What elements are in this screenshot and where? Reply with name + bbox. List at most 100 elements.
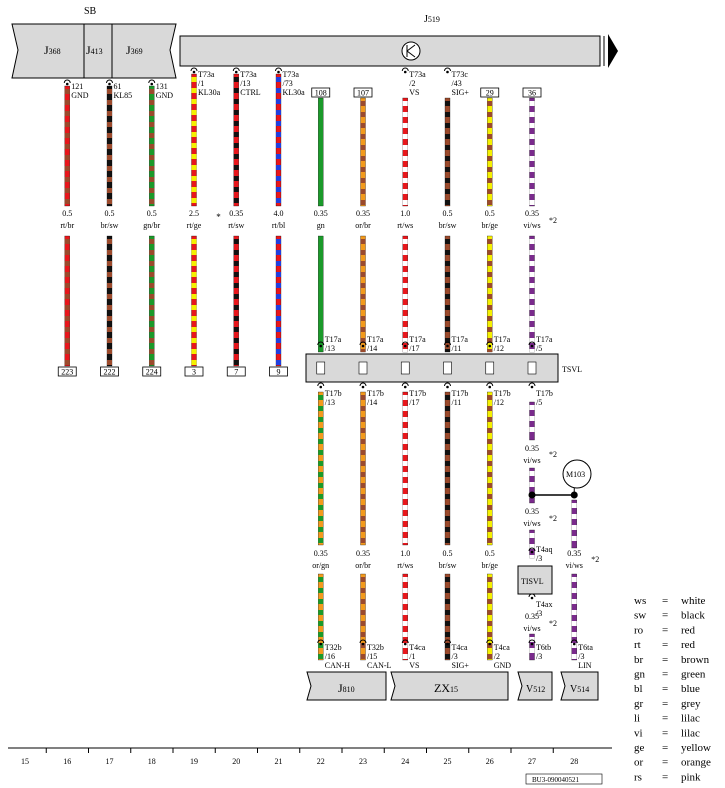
wire-col-16-upper-stripe [64,89,70,94]
wire-col-17-lower-stripe [107,239,112,244]
wire-col-27-mid [529,235,535,353]
wire-col-22-lower-stripe [318,417,324,422]
wire-color: vi/ws [523,519,540,528]
wire-color: br/ge [482,561,499,570]
wire-col-27-mid-stripe [529,338,535,343]
wire-col-24-lower [402,391,408,546]
wire-col-27-mid-stripe [529,327,535,332]
tsvl-pin-bottom-dot [446,385,449,389]
wire-col-26-bottom-stripe [487,588,493,593]
tsvl-pin-bottom [317,382,325,387]
t17b-label: T17b [367,389,384,398]
wire-col-22-lower-stripe [318,505,324,510]
wire-col-27-mid-stripe [529,239,535,244]
wire-col-18-lower-stripe [149,360,155,365]
wire-size: 1.0 [400,209,410,218]
wire-col-17-upper-stripe [107,166,112,171]
wire-col-24-lower-base [402,391,408,546]
wire-color: rt/ws [397,561,413,570]
wire-size: 0.5 [485,549,495,558]
wire-col-18-upper-stripe [149,111,155,116]
wire-col-28-b-base [571,573,577,661]
wire-top-box [480,87,500,98]
tisvl-label: TISVL [521,577,544,586]
wire-col-24-lower-stripe [402,472,408,477]
wire-col-24-bottom-stripe [402,632,408,637]
component-v514-shape [560,671,599,701]
wire-col-19-lower-stripe [191,261,197,266]
signal-label: GND [156,91,174,100]
wire-col-26-lower-stripe [487,461,493,466]
wire-col-28-b-stripe [571,632,577,637]
wire-col-27-mid-stripe [529,272,535,277]
legend-name: grey [681,698,701,710]
wire-col-25-bottom-stripe [445,632,450,637]
wire-col-26-lower [487,391,493,546]
wire-col-24-upper-stripe [402,112,408,117]
wire-size: 0.35 [356,209,370,218]
wire-col-22-lower-stripe [318,472,324,477]
wire-col-28-b-stripe [571,643,577,648]
wire-color: rt/ge [187,221,202,230]
tsvl-pin-box [316,361,326,375]
t17b-label: T17b [452,389,469,398]
wire-col-23-bottom-stripe [360,654,366,659]
wire-col-26-bottom-stripe [487,632,493,637]
wire-col-17-upper-stripe [107,155,112,160]
wire-top-box [311,87,331,98]
wire-col-17-upper-stripe [107,144,112,149]
wire-col-27-mid-stripe [529,349,535,352]
wire-col-28-b-stripe [571,599,577,604]
wire-col-26-mid-stripe [487,327,493,332]
wire-col-25-bottom-stripe [445,654,450,659]
wire-col-19-upper-stripe [191,132,197,137]
wire-col-26-lower-stripe [487,406,493,411]
wires-layer [64,73,578,661]
wire-color: br/ge [482,221,499,230]
wire-col-21-lower-stripe [276,250,281,255]
wire-color: gn/br [143,221,160,230]
wire-col-23-lower-stripe [360,395,366,400]
wire-col-27-mid-stripe [529,294,535,299]
wire-col-16-upper [64,85,70,207]
wire-col-19-upper [191,73,197,207]
wire-col-16-lower-stripe [64,305,70,310]
wire-col-26-mid-stripe [487,239,493,244]
wire-col-22-lower-stripe [318,516,324,521]
wire-col-21-lower-base [275,235,282,367]
wire-number-box-text: 7 [234,368,238,377]
wire-col-22-bottom-base [318,573,324,661]
wire-col-21-lower-stripe [276,294,281,299]
wire-size: 0.35 [525,612,539,621]
pin-label: 131 [156,82,168,91]
tsvl-pin-top [401,341,409,346]
wire-col-27-mid-stripe [529,316,535,321]
legend-eq: = [662,610,668,622]
wire-col-27-upper [529,97,535,207]
wire-col-26-bottom-stripe [487,577,493,582]
wire-col-17-lower-stripe [107,272,112,277]
wire-col-24-bottom-stripe [402,643,408,648]
wire-col-18-lower-stripe [149,261,155,266]
plug-label: /3 [452,652,458,661]
legend-code: li [634,713,640,725]
signal-label: KL30a [198,88,221,97]
wire-number-box-text: 223 [61,368,73,377]
wire-col-23-mid-stripe [360,316,366,321]
t17a-label: /5 [536,344,542,353]
wire-top-box-text: 108 [315,89,327,98]
legend-code: rs [634,771,642,783]
wire-col-24-mid [402,235,408,353]
wire-col-26-lower-stripe [487,527,493,532]
wire-col-22-mid-base [318,235,324,353]
pin-label: 121 [71,82,83,91]
pin-hook [106,79,113,84]
wire-col-23-lower-stripe [360,494,366,499]
wire-col-23-mid-stripe [360,305,366,310]
wire-col-27-mid-stripe [529,261,535,266]
wire-col-24-mid-stripe [402,283,408,288]
tsvl-pin-box [358,361,368,375]
plug-label: T32b [367,643,384,652]
t6ta-pin-dot [572,642,576,646]
wire-col-20-lower-stripe [233,294,239,299]
